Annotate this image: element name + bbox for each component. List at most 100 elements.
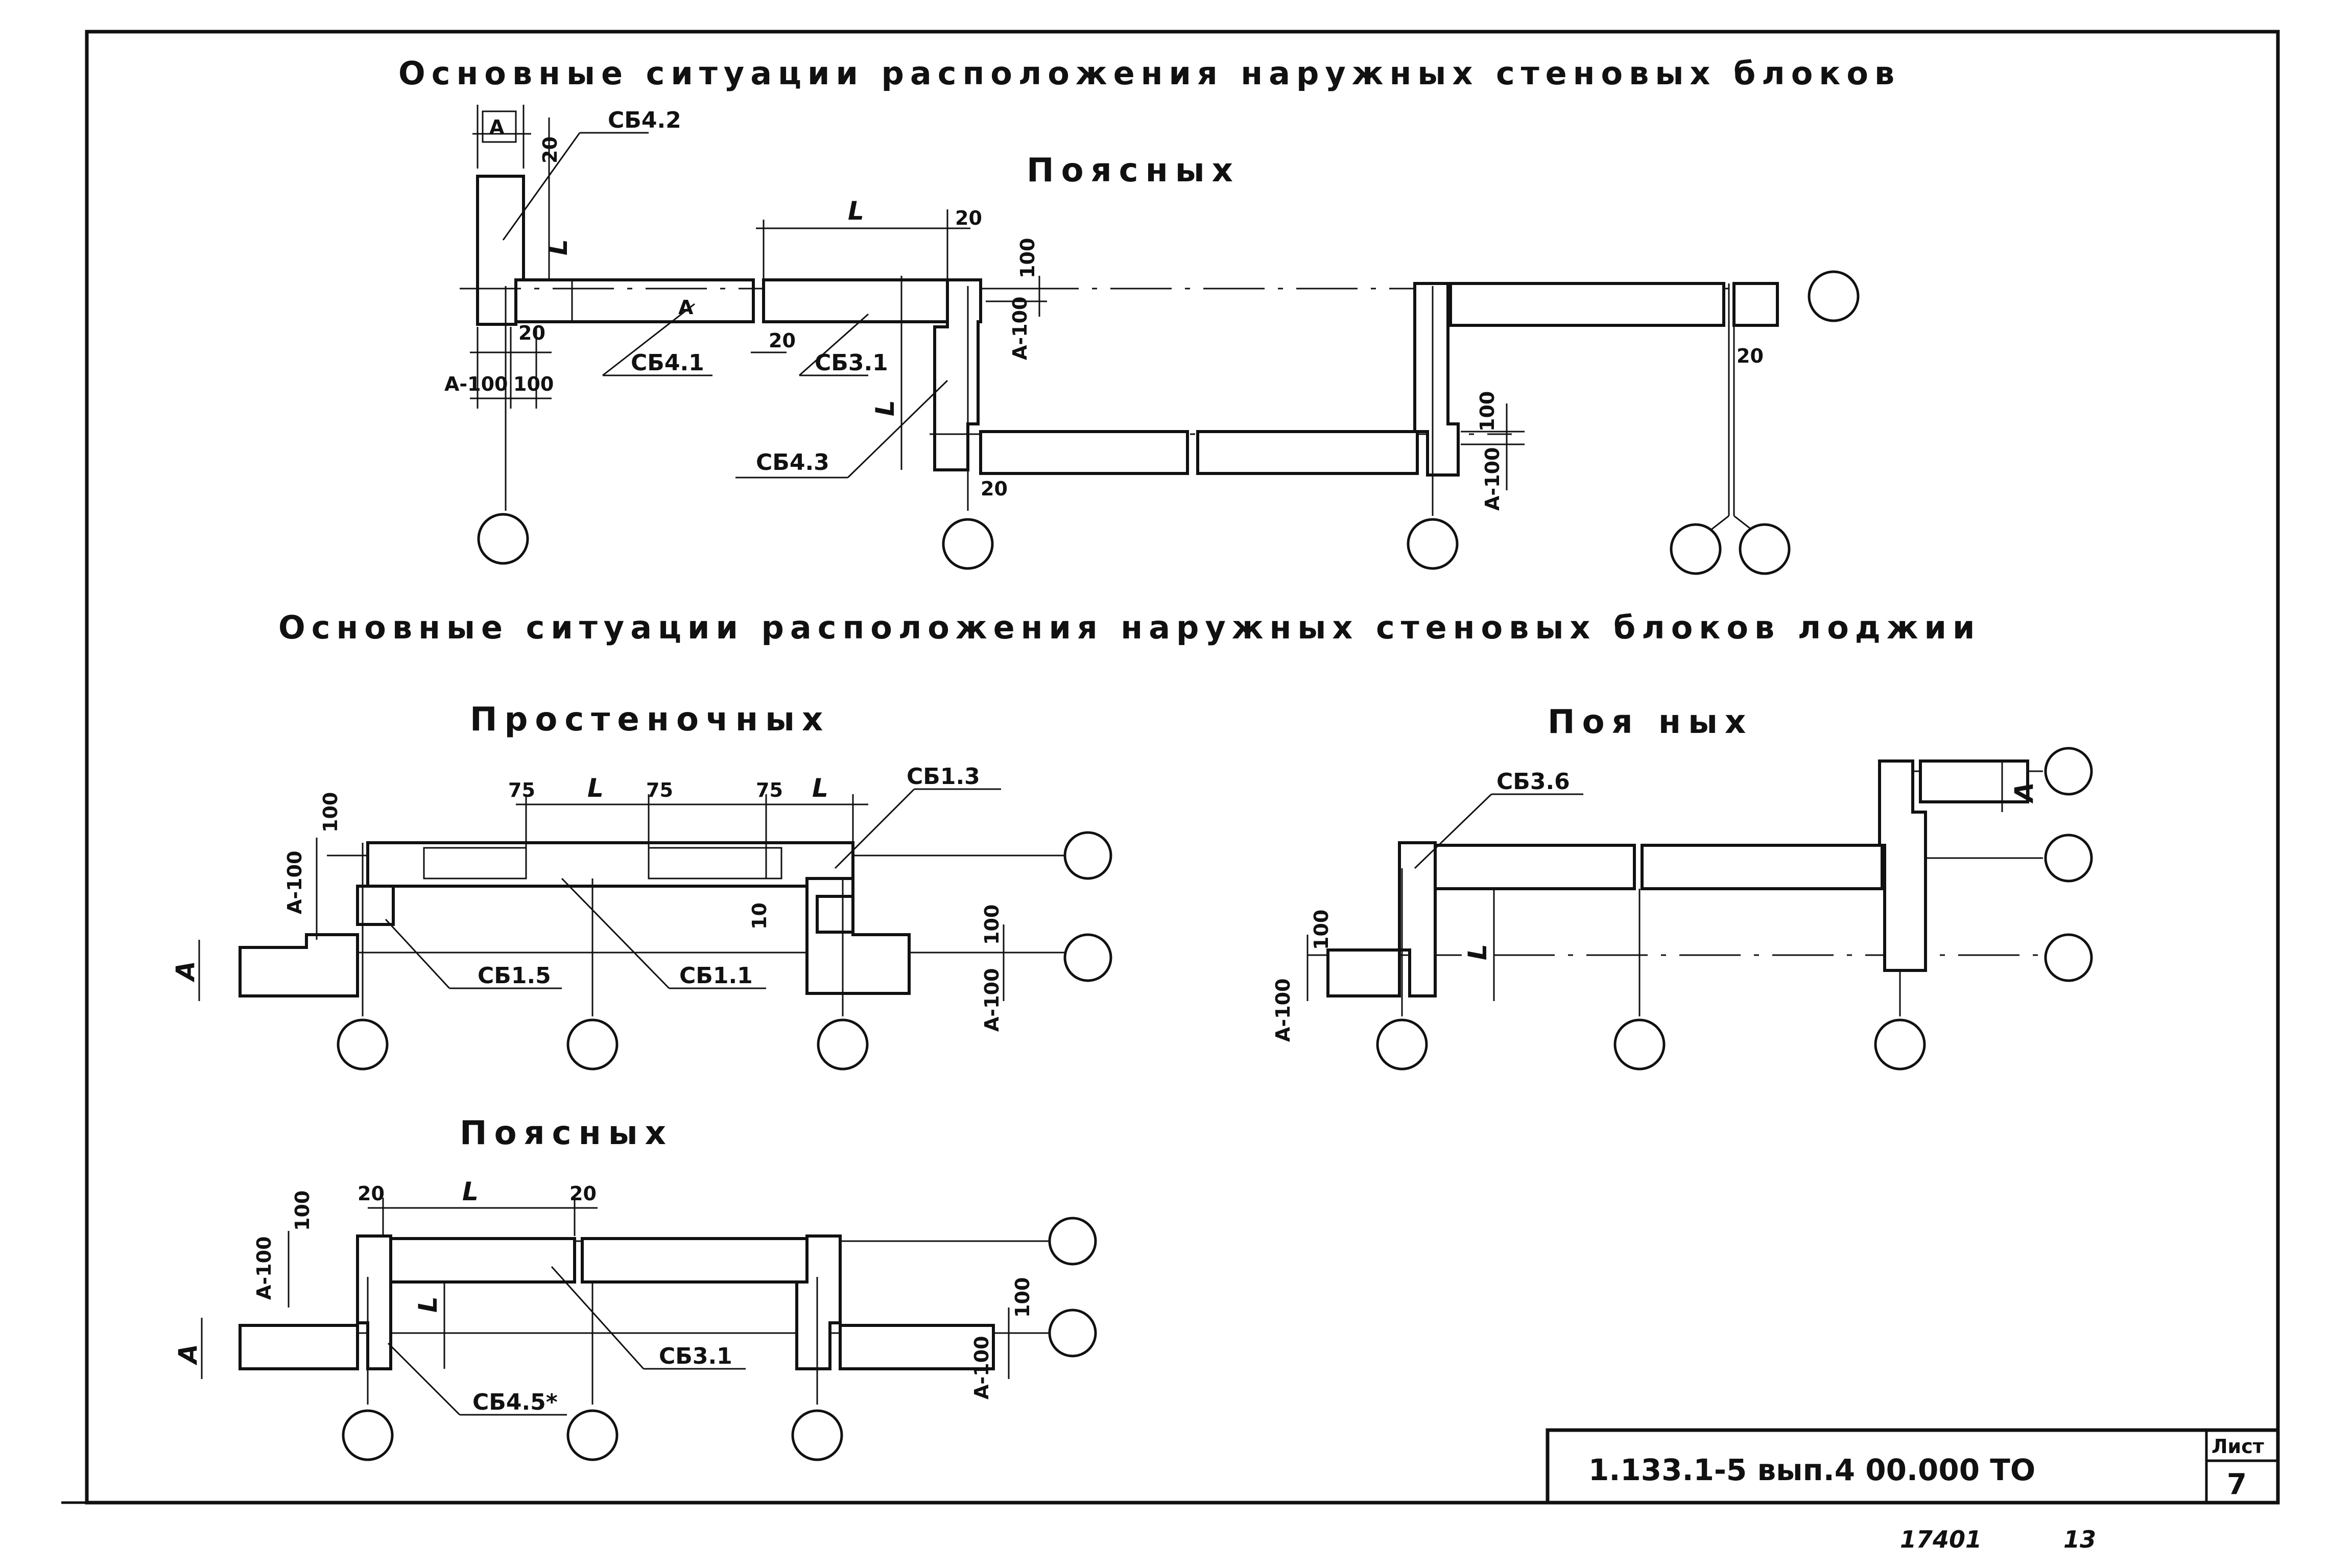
mark-sb45: СБ4.5* xyxy=(472,1389,558,1415)
dim-20: 20 xyxy=(981,478,1008,500)
axis-bubble xyxy=(1613,1018,1666,1071)
dim-20: 20 xyxy=(569,1182,597,1205)
axis-bubble xyxy=(942,518,994,570)
block-loggia-2 xyxy=(1641,844,1884,890)
dim-100: 100 xyxy=(291,1191,314,1231)
stamp-sheet-number: 7 xyxy=(2227,1468,2247,1501)
dim-a100: А-100 xyxy=(981,968,1003,1032)
block-corner-right xyxy=(1413,282,1460,477)
axis-bubble xyxy=(477,513,529,565)
leader-sb11 xyxy=(561,877,670,989)
dim-l-bottom: L xyxy=(462,1177,479,1206)
block-sb13 xyxy=(816,895,854,934)
dim-100: 100 xyxy=(1476,391,1499,432)
leader-sb13 xyxy=(834,788,915,869)
leader-sb43 xyxy=(847,379,948,479)
axis-bubble xyxy=(817,1018,869,1071)
dim-l-side: L xyxy=(870,400,900,416)
leader-sb15 xyxy=(385,918,450,989)
plan-belt-bottom: 20 L 20 100 А-100 А L 100 А-100 СБ4.5* С… xyxy=(173,1177,1097,1461)
stamp-designation: 1.133.1-5 вып.4 00.000 ТО xyxy=(1588,1453,2035,1487)
dim-a100: А-100 xyxy=(1481,447,1504,511)
dim-a100: А-100 xyxy=(253,1236,275,1300)
dim-l-top: L xyxy=(848,196,864,226)
block-left-foot xyxy=(1326,948,1401,997)
plan-loggia-belt: СБ3.6 L 100 А-100 А xyxy=(1272,747,2093,1071)
dim-a100: А-100 xyxy=(444,373,508,395)
dim-l-side: L xyxy=(413,1296,443,1313)
axis-bubble xyxy=(2044,834,2093,883)
block-upper-right xyxy=(1449,282,1725,327)
dim-100: 100 xyxy=(319,792,342,833)
dim-a-sb41: А xyxy=(678,296,694,319)
mark-sb41: СБ4.1 xyxy=(631,350,704,376)
dim-100: 100 xyxy=(981,905,1003,945)
subtitle-belt-bottom: Поясных xyxy=(460,1114,673,1152)
dim-10: 10 xyxy=(748,902,771,930)
dim-100: 100 xyxy=(1016,238,1039,278)
stamp-sheet-label: Лист xyxy=(2212,1435,2264,1458)
mark-sb15: СБ1.5 xyxy=(478,963,551,989)
block-sb11 xyxy=(366,841,854,888)
dim-100: 100 xyxy=(1011,1277,1034,1318)
axis-bubble xyxy=(342,1409,394,1461)
main-title: Основные ситуации расположения наружных … xyxy=(398,55,1900,92)
dim-20: 20 xyxy=(769,329,796,352)
axis-bubble xyxy=(1048,1309,1097,1358)
block-right-column xyxy=(1878,759,1927,972)
axis-bubble xyxy=(2044,747,2093,796)
block-lower-2 xyxy=(1196,430,1419,475)
subtitle-pier: Простеночных xyxy=(470,701,830,739)
block-sb41 xyxy=(514,278,755,323)
block-sb15 xyxy=(356,885,395,926)
inventory-subnumber: 13 xyxy=(2063,1526,2096,1553)
block-sb36 xyxy=(1434,844,1636,890)
dim-75: 75 xyxy=(508,779,535,801)
plan-pier-blocks: 75 L 75 75 L 100 А-100 А 10 100 А-100 СБ… xyxy=(171,764,1112,1071)
title-block: 1.133.1-5 вып.4 00.000 ТО Лист 7 xyxy=(1546,1428,2280,1505)
leader-sb31 xyxy=(799,313,869,376)
dim-a-box xyxy=(482,110,517,143)
dim-20: 20 xyxy=(518,322,545,344)
mark-sb31: СБ3.1 xyxy=(815,350,888,376)
subtitle-loggia-belt: Поя ных xyxy=(1548,703,1753,741)
loggia-title: Основные ситуации расположения наружных … xyxy=(278,609,1981,646)
subtitle-belt-top: Поясных xyxy=(1027,152,1240,189)
axis-bubble xyxy=(1808,270,1860,322)
block-belt-2 xyxy=(581,1237,809,1284)
axis-bubble xyxy=(566,1018,619,1071)
axis-bubble xyxy=(1063,933,1112,982)
mark-sb43: СБ4.3 xyxy=(756,449,829,476)
block-end-right xyxy=(1732,282,1779,327)
axis-bubble xyxy=(1670,523,1722,575)
leader-sb45 xyxy=(387,1342,461,1416)
dim-a100: А-100 xyxy=(970,1336,993,1399)
axis-bubble xyxy=(337,1018,389,1071)
dim-l: L xyxy=(543,239,573,255)
axis-bubble xyxy=(2044,933,2093,982)
axis-bubble xyxy=(1048,1217,1097,1266)
block-right-top xyxy=(1919,759,2029,803)
mark-sb13: СБ1.3 xyxy=(907,764,980,790)
dim-75: 75 xyxy=(756,779,783,801)
dim-20: 20 xyxy=(1737,345,1764,367)
leader-sb36 xyxy=(1414,793,1492,869)
dim-a-left: А xyxy=(171,961,200,983)
mark-sb36: СБ3.6 xyxy=(1496,769,1570,795)
axis-bubble xyxy=(566,1409,619,1461)
axis-bubble xyxy=(1739,523,1791,575)
axis-bubble xyxy=(1063,831,1112,880)
dim-l-right: L xyxy=(812,773,828,803)
block-right-foot xyxy=(839,1324,995,1370)
dim-20: 20 xyxy=(955,207,982,229)
dim-a: А xyxy=(489,116,505,138)
block-left-stair xyxy=(239,933,359,997)
dim-a-bottom: А xyxy=(173,1344,203,1366)
leader-sb41 xyxy=(602,303,695,376)
axis-bubble xyxy=(1874,1018,1926,1071)
inventory-number: 17401 xyxy=(1900,1526,1982,1553)
axis-bubble xyxy=(1376,1018,1428,1071)
dim-a100: А-100 xyxy=(1009,296,1031,360)
block-sb31-bottom xyxy=(389,1237,576,1284)
